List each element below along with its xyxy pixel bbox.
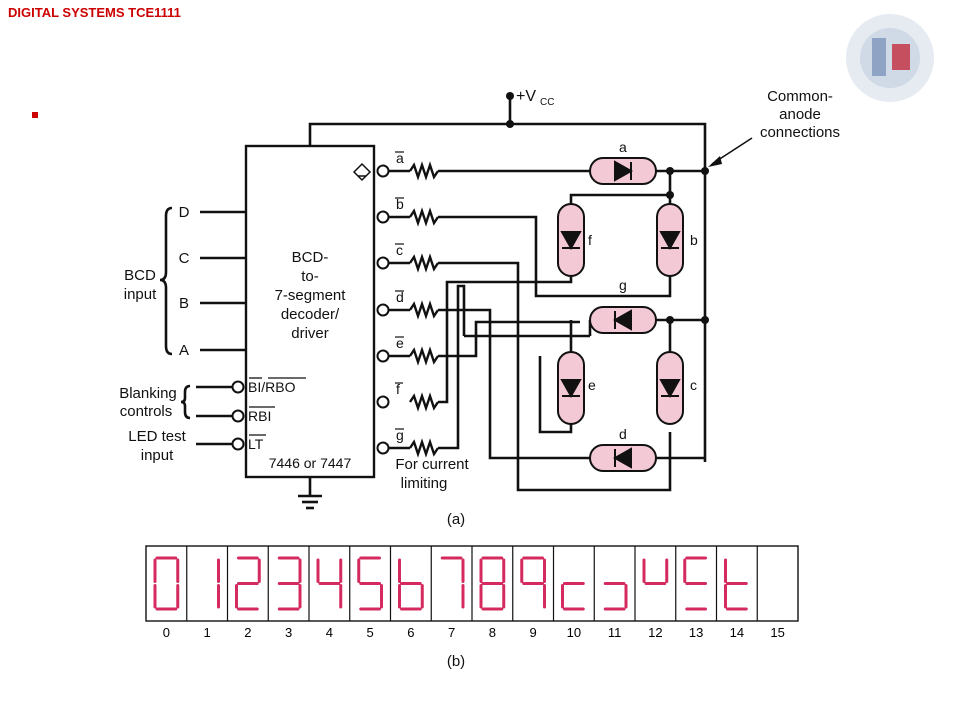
digit-index-label: 8 xyxy=(489,625,496,640)
segment-label-g: g xyxy=(619,277,627,293)
led-test-label-line1: LED test xyxy=(128,428,186,445)
decoder-part-number: 7446 or 7447 xyxy=(269,455,352,471)
blanking-label-line2: controls xyxy=(120,403,173,420)
segment-label-b: b xyxy=(690,232,698,248)
digit-index-label: 1 xyxy=(204,625,211,640)
decoder-line4: decoder/ xyxy=(281,306,340,323)
digit-index-label: 7 xyxy=(448,625,455,640)
caption-b: (b) xyxy=(447,653,465,670)
common-anode-line2: anode xyxy=(779,106,821,123)
output-label-c: c xyxy=(396,242,403,258)
input-d: D xyxy=(179,204,190,221)
vcc-subscript: CC xyxy=(540,97,554,108)
digit-index-label: 13 xyxy=(689,625,703,640)
digit-index-label: 5 xyxy=(367,625,374,640)
vcc-label: +V xyxy=(516,88,536,105)
resistor-label-line2: limiting xyxy=(401,475,448,492)
digit-index-label: 9 xyxy=(530,625,537,640)
digit-index-label: 2 xyxy=(244,625,251,640)
segment-leds xyxy=(557,157,684,472)
output-label-a: a xyxy=(396,150,404,166)
output-label-e: e xyxy=(396,335,404,351)
digit-index-label: 3 xyxy=(285,625,292,640)
decoder-ic xyxy=(244,144,376,479)
bullet-marker xyxy=(32,112,38,118)
open-collector-icon xyxy=(352,162,372,182)
digit-index-label: 12 xyxy=(648,625,662,640)
current-limiting-resistors xyxy=(409,161,439,458)
output-labels: a b c d e f g xyxy=(396,150,404,443)
output-bubbles xyxy=(231,164,390,455)
digit-index-label: 10 xyxy=(567,625,581,640)
decoder-line3: 7-segment xyxy=(275,287,347,304)
blanking-label-line1: Blanking xyxy=(119,385,177,402)
digit-index-label: 14 xyxy=(730,625,744,640)
output-label-d: d xyxy=(396,289,404,305)
pin-lt: LT xyxy=(248,436,264,452)
junction-dots xyxy=(506,92,709,324)
segment-label-c: c xyxy=(690,377,697,393)
digit-index-label: 15 xyxy=(770,625,784,640)
digit-index-label: 0 xyxy=(163,625,170,640)
caption-a: (a) xyxy=(447,511,465,528)
segment-label-a: a xyxy=(619,139,627,155)
segment-label-e: e xyxy=(588,377,596,393)
input-c: C xyxy=(179,250,190,267)
segment-label-d: d xyxy=(619,426,627,442)
segment-label-f: f xyxy=(588,232,592,248)
output-label-b: b xyxy=(396,196,404,212)
bcd-input-label-line2: input xyxy=(124,286,157,303)
output-label-g: g xyxy=(396,427,404,443)
led-test-label-line2: input xyxy=(141,447,174,464)
decoder-line5: driver xyxy=(291,325,329,342)
segment-labels: a b c d e f g xyxy=(588,139,698,442)
resistor-label-line1: For current xyxy=(395,456,469,473)
common-anode-line3: connections xyxy=(760,124,840,141)
decoder-line1: BCD- xyxy=(292,249,329,266)
input-b: B xyxy=(179,295,189,312)
decoder-line2: to- xyxy=(301,268,319,285)
background-decoration xyxy=(32,14,934,515)
wiring xyxy=(159,96,707,510)
input-a: A xyxy=(179,342,189,359)
slide-title: DIGITAL SYSTEMS TCE1111 xyxy=(8,5,181,20)
bcd-input-label-line1: BCD xyxy=(124,267,156,284)
common-anode-line1: Common- xyxy=(767,88,833,105)
pin-bi-rbo: BI/RBO xyxy=(248,379,296,395)
output-label-f: f xyxy=(396,381,400,397)
digit-index-label: 6 xyxy=(407,625,414,640)
digit-index-label: 4 xyxy=(326,625,333,640)
pin-rbi: RBI xyxy=(248,408,271,424)
digit-index-label: 11 xyxy=(608,625,622,640)
